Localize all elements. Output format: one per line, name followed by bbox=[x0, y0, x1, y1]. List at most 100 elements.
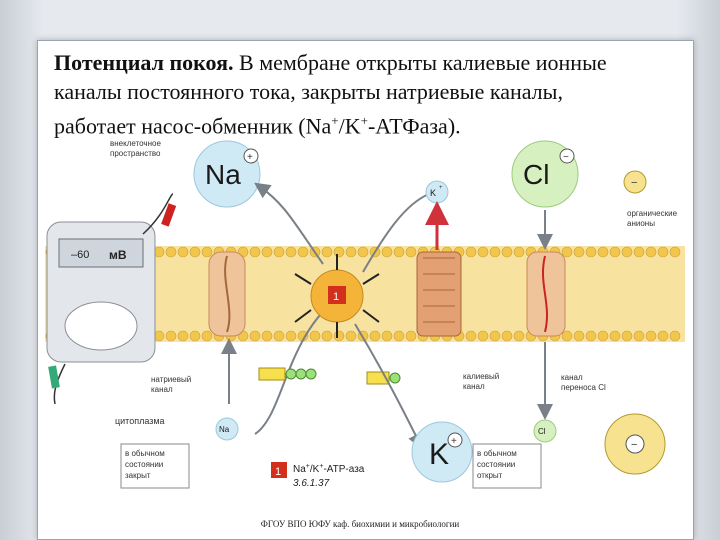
lipid-head bbox=[201, 330, 213, 342]
lipid-head bbox=[357, 246, 369, 258]
closed-label-2: состоянии bbox=[125, 460, 163, 469]
legend-line2: 3.6.1.37 bbox=[293, 478, 330, 489]
lipid-head bbox=[249, 246, 261, 258]
potassium-ion-cytoplasm: K + bbox=[411, 421, 473, 483]
k-small-plus: + bbox=[439, 185, 443, 191]
lipid-head bbox=[573, 246, 585, 258]
lipid-head bbox=[273, 330, 285, 342]
potassium-channel-label-2: канал bbox=[463, 382, 485, 391]
lipid-head bbox=[309, 330, 321, 342]
caption-line1: В мембране открыты калиевые ионные bbox=[233, 50, 607, 75]
lipid-head bbox=[381, 330, 393, 342]
voltmeter: –60 мВ bbox=[46, 193, 177, 405]
lipid-head bbox=[249, 330, 261, 342]
caption-sup1: + bbox=[331, 113, 339, 128]
lipid-head bbox=[609, 330, 621, 342]
cl-minus-sign: − bbox=[563, 152, 569, 163]
lipid-head bbox=[165, 330, 177, 342]
extracellular-label-2: пространство bbox=[110, 149, 161, 158]
chloride-channel-label-1: канал bbox=[561, 373, 583, 382]
lipid-head bbox=[261, 330, 273, 342]
potassium-channel bbox=[416, 251, 462, 337]
slide-caption: Потенциал покоя. В мембране открыты кали… bbox=[54, 48, 684, 140]
lipid-head bbox=[345, 330, 357, 342]
sodium-channel bbox=[208, 251, 246, 337]
lipid-head bbox=[465, 330, 477, 342]
lipid-head bbox=[285, 330, 297, 342]
lipid-head bbox=[177, 330, 189, 342]
lipid-head bbox=[501, 330, 513, 342]
organic-anions-label-2: анионы bbox=[627, 219, 655, 228]
lipid-head bbox=[477, 246, 489, 258]
extracellular-label-1: внеклеточное bbox=[110, 139, 161, 148]
pump-number: 1 bbox=[333, 291, 339, 303]
k-small-label: K bbox=[430, 188, 436, 198]
lipid-head bbox=[585, 246, 597, 258]
caption-line3-post: -АТФаза). bbox=[367, 113, 461, 139]
organic-anion-bottom: − bbox=[604, 413, 666, 475]
organic-anions-label-1: органические bbox=[627, 209, 678, 218]
caption-sup2: + bbox=[360, 113, 368, 128]
enzyme-legend: 1 Na+/K+-АТР-аза 3.6.1.37 bbox=[271, 462, 365, 489]
lipid-head bbox=[669, 330, 681, 342]
lipid-head bbox=[333, 330, 345, 342]
closed-label-3: закрыт bbox=[125, 471, 151, 480]
lipid-head bbox=[513, 246, 525, 258]
lipid-head bbox=[369, 330, 381, 342]
lipid-head bbox=[285, 246, 297, 258]
lipid-head bbox=[489, 246, 501, 258]
chloride-ion-small: Cl bbox=[533, 419, 557, 443]
na-plus-sign: + bbox=[247, 152, 253, 163]
caption-line3-pre: работает насос-обменник (Na bbox=[54, 113, 332, 139]
chloride-channel bbox=[526, 251, 566, 337]
organic-anion-bottom-minus: − bbox=[631, 439, 637, 451]
na-k-pump: 1 bbox=[254, 254, 380, 435]
sodium-channel-label-2: канал bbox=[151, 385, 173, 394]
lipid-head bbox=[573, 330, 585, 342]
lipid-head bbox=[561, 330, 573, 342]
lipid-head bbox=[465, 246, 477, 258]
potassium-ion-small-top: K + bbox=[425, 180, 449, 204]
open-label-2: состоянии bbox=[477, 460, 515, 469]
caption-bold: Потенциал покоя. bbox=[54, 50, 234, 75]
lipid-head bbox=[501, 246, 513, 258]
lipid-head bbox=[657, 330, 669, 342]
lipid-head bbox=[633, 246, 645, 258]
lipid-head bbox=[189, 330, 201, 342]
slide-footer: ФГОУ ВПО ЮФУ каф. биохимии и микробиолог… bbox=[260, 519, 460, 529]
lipid-head bbox=[561, 246, 573, 258]
lipid-head bbox=[645, 330, 657, 342]
cl-small-label: Cl bbox=[538, 427, 546, 436]
sodium-ion-extracellular: Na + bbox=[193, 140, 261, 208]
lipid-head bbox=[585, 330, 597, 342]
lipid-head bbox=[513, 330, 525, 342]
cytoplasm-label: цитоплазма bbox=[115, 416, 165, 426]
lipid-head bbox=[189, 246, 201, 258]
open-label-3: открыт bbox=[477, 471, 503, 480]
lipid-head bbox=[393, 246, 405, 258]
chloride-channel-label-2: переноса Cl bbox=[561, 383, 606, 392]
lipid-head bbox=[273, 246, 285, 258]
sodium-channel-label-1: натриевый bbox=[151, 375, 191, 384]
lipid-head bbox=[177, 246, 189, 258]
lipid-head bbox=[297, 246, 309, 258]
lipid-head bbox=[597, 246, 609, 258]
lipid-head bbox=[333, 246, 345, 258]
sodium-ion-small: Na bbox=[215, 417, 239, 441]
lipid-head bbox=[405, 330, 417, 342]
lipid-head bbox=[393, 330, 405, 342]
lipid-head bbox=[477, 330, 489, 342]
k-big-label: K bbox=[429, 438, 449, 471]
open-label-1: в обычном bbox=[477, 449, 517, 458]
k-big-plus: + bbox=[451, 436, 457, 447]
lipid-head bbox=[321, 246, 333, 258]
lipid-head bbox=[645, 246, 657, 258]
lipid-head bbox=[669, 246, 681, 258]
lipid-head bbox=[657, 246, 669, 258]
sodium-channel-status: в обычном состоянии закрыт bbox=[120, 443, 190, 489]
organic-anion-top: − bbox=[623, 170, 647, 194]
closed-label-1: в обычном bbox=[125, 449, 165, 458]
legend-number: 1 bbox=[275, 466, 281, 478]
lipid-head bbox=[405, 246, 417, 258]
